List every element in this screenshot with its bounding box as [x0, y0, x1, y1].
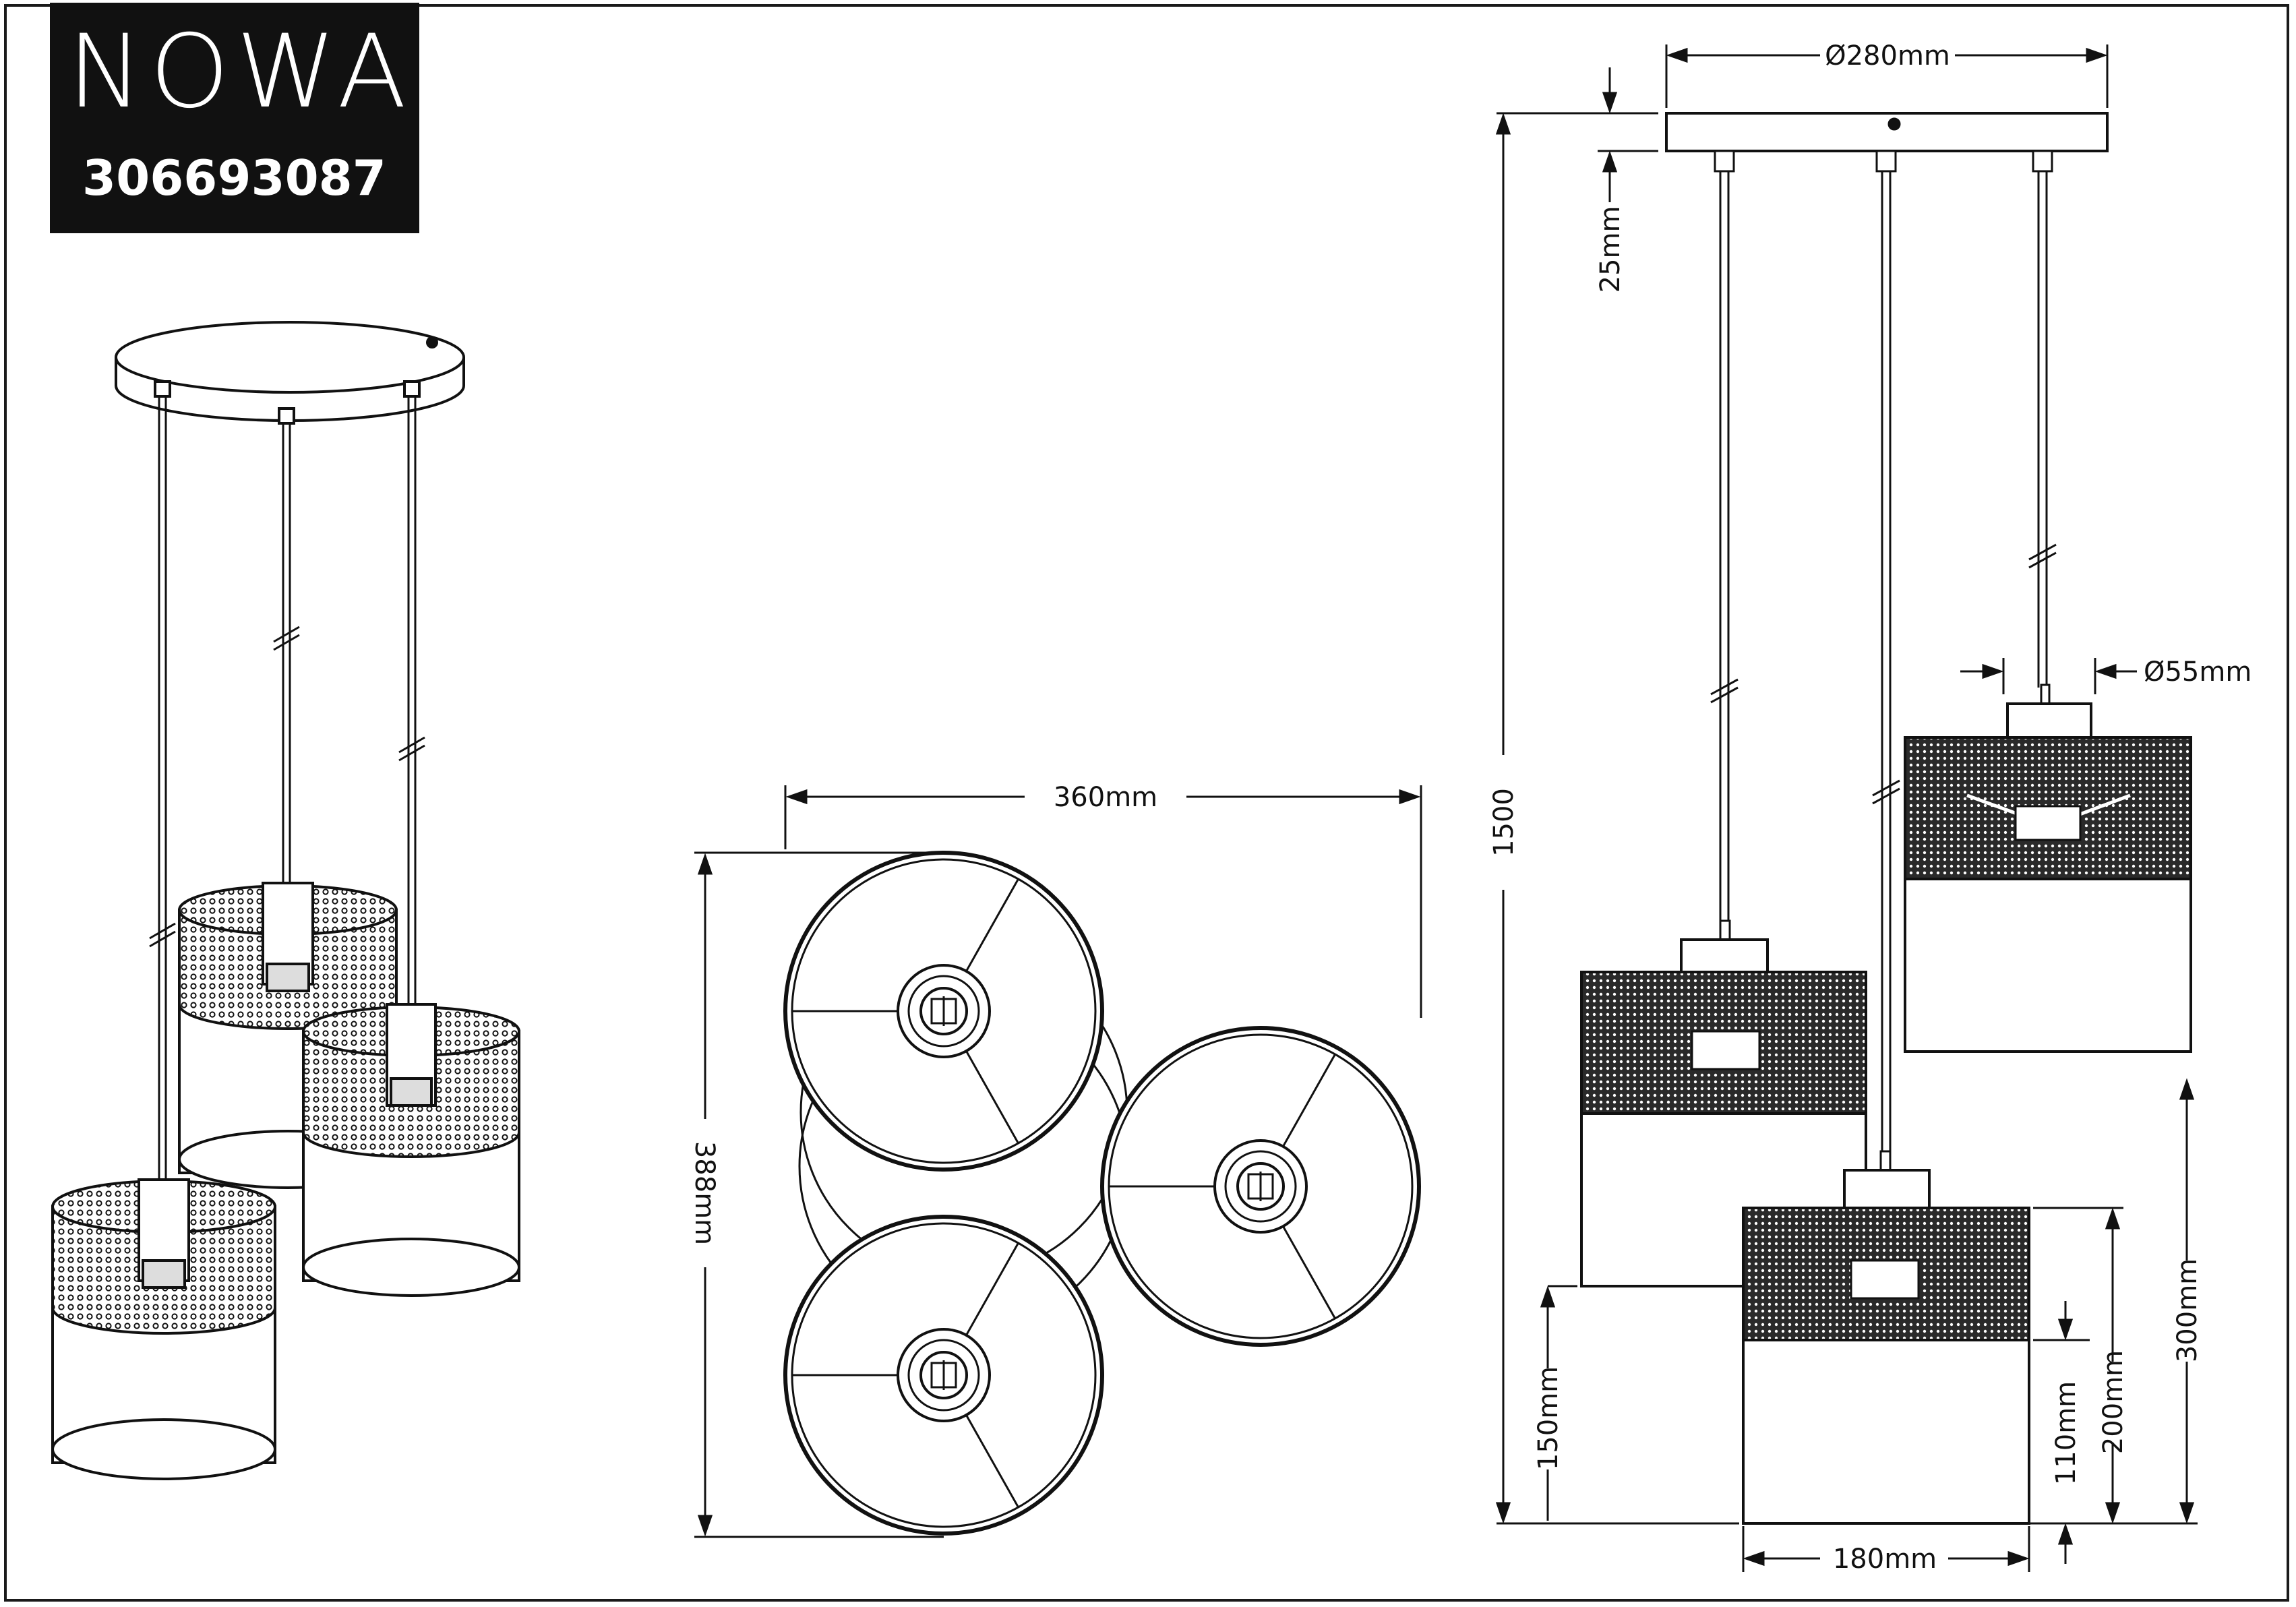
dim-socket-diameter [1960, 658, 2137, 694]
perspective-canopy [115, 321, 465, 425]
dim-fabric-height [2033, 1301, 2090, 1564]
top-view-shade-right [1100, 1026, 1421, 1347]
label-cluster-depth: 388mm [689, 1141, 720, 1245]
dim-total-height [1495, 113, 1739, 1525]
front-shade-left [1580, 919, 1867, 1287]
product-name: NOWA [67, 13, 413, 131]
dim-shade-diameter [1742, 1526, 2030, 1572]
perspective-shade-right [302, 1003, 520, 1297]
front-shade-upper [1904, 684, 2192, 1053]
perspective-shade-front [51, 1178, 276, 1480]
label-fabric-height: 110mm [2051, 1381, 2082, 1485]
top-view [694, 785, 1422, 1538]
dimension-labels: 360mm 388mm Ø280mm 25mm 1500 Ø55mm 150mm… [689, 40, 2252, 1575]
perspective-view [51, 321, 520, 1480]
front-cables [1710, 171, 2057, 1153]
label-total-height: 1500 [1488, 788, 1519, 857]
brand-label: NOWA 306693087 [50, 3, 419, 233]
dim-cluster-depth [694, 851, 944, 1538]
label-cluster-width: 360mm [1054, 782, 1157, 813]
front-canopy [1665, 112, 2109, 173]
perspective-cables [149, 396, 425, 1240]
dim-drop-offset [2029, 1078, 2198, 1525]
label-socket-diameter: Ø55mm [2144, 657, 2252, 688]
label-shade-diameter: 180mm [1833, 1544, 1937, 1575]
label-canopy-diameter: Ø280mm [1825, 40, 1950, 71]
label-shade-height: 200mm [2098, 1350, 2129, 1454]
page-frame [4, 4, 2289, 1602]
label-drop-offset: 300mm [2172, 1259, 2203, 1362]
top-view-shade-lower [783, 1215, 1104, 1536]
front-view [1495, 44, 2198, 1572]
top-view-shade-upper [783, 851, 1104, 1172]
product-code: 306693087 [82, 150, 386, 206]
dim-cluster-width [784, 785, 1422, 1018]
dim-canopy-height [1497, 67, 1658, 202]
front-shade-lower [1742, 1150, 2030, 1525]
perspective-shade-back [178, 882, 398, 1189]
dim-canopy-diameter [1665, 44, 2109, 108]
label-small-height: 150mm [1533, 1366, 1564, 1470]
label-canopy-height: 25mm [1595, 206, 1626, 293]
dim-small-height [1540, 1285, 1577, 1521]
dim-shade-height [2033, 1207, 2123, 1524]
